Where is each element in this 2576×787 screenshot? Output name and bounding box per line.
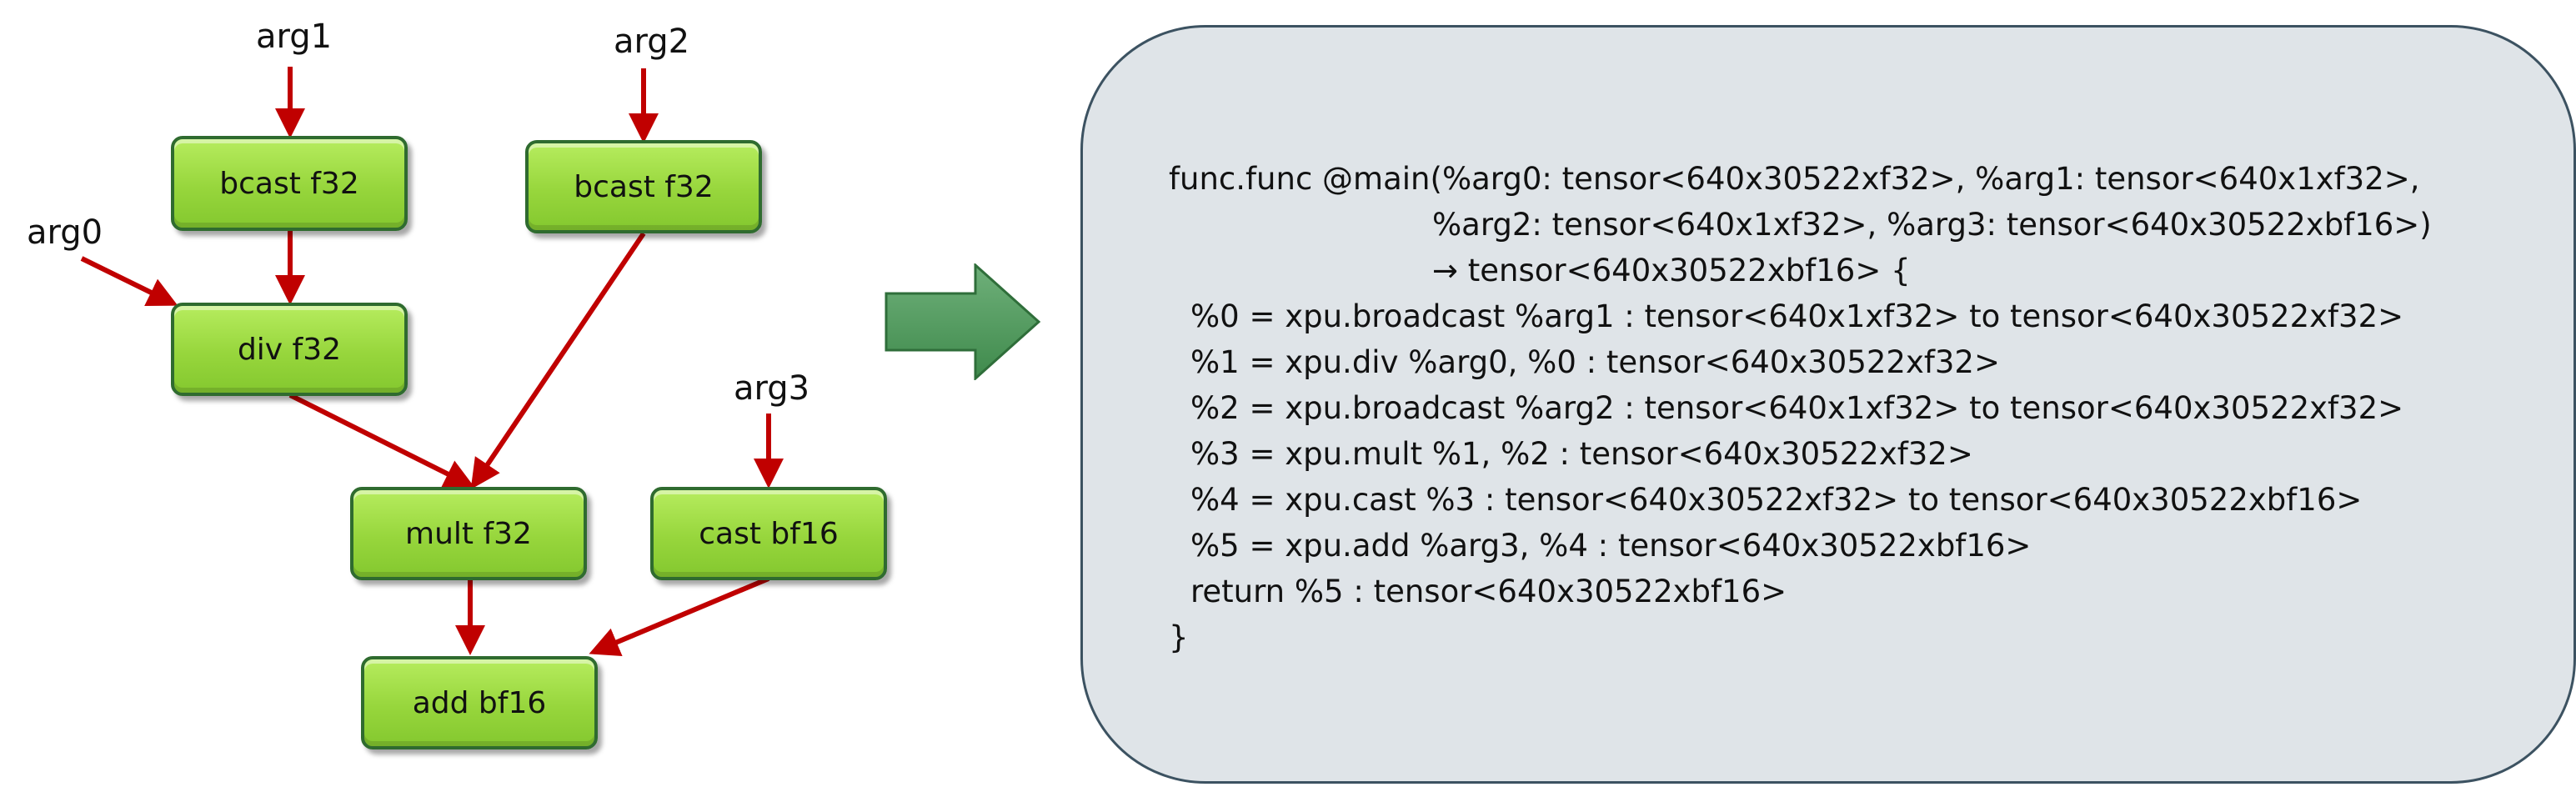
- code-line: }: [1169, 619, 1189, 655]
- edge-arg0-div: [80, 256, 178, 306]
- node-bcast-arg2: bcast f32: [525, 140, 762, 233]
- code-line: %1 = xpu.div %arg0, %0 : tensor<640x3052…: [1190, 344, 2000, 380]
- node-add: add bf16: [361, 656, 598, 749]
- arg0-label: arg0: [27, 213, 103, 252]
- code-line: %5 = xpu.add %arg3, %4 : tensor<640x3052…: [1190, 528, 2032, 564]
- code-line: return %5 : tensor<640x30522xbf16>: [1190, 574, 1787, 609]
- code-line: func.func @main(%arg0: tensor<640x30522x…: [1169, 161, 2420, 197]
- node-cast: cast bf16: [650, 487, 887, 580]
- arg3-label: arg3: [734, 369, 810, 408]
- node-div: div f32: [171, 303, 408, 396]
- node-mult: mult f32: [350, 487, 587, 580]
- arg2-label: arg2: [614, 23, 690, 61]
- code-line: %2 = xpu.broadcast %arg2 : tensor<640x1x…: [1190, 390, 2404, 426]
- edge-cast-add: [589, 576, 770, 657]
- code-line: %0 = xpu.broadcast %arg1 : tensor<640x1x…: [1190, 298, 2404, 334]
- code-panel: [1080, 25, 2576, 784]
- edge-bcast2-mult: [470, 232, 646, 489]
- code-line: %arg2: tensor<640x1xf32>, %arg3: tensor<…: [1432, 207, 2432, 243]
- code-line: %3 = xpu.mult %1, %2 : tensor<640x30522x…: [1190, 436, 1973, 472]
- code-line: %4 = xpu.cast %3 : tensor<640x30522xf32>…: [1190, 482, 2363, 518]
- edge-div-mult: [288, 393, 475, 488]
- arg1-label: arg1: [256, 18, 333, 56]
- right-arrow-icon: [885, 263, 1041, 380]
- code-line: → tensor<640x30522xbf16> {: [1432, 253, 1911, 288]
- node-bcast-arg1: bcast f32: [171, 136, 408, 231]
